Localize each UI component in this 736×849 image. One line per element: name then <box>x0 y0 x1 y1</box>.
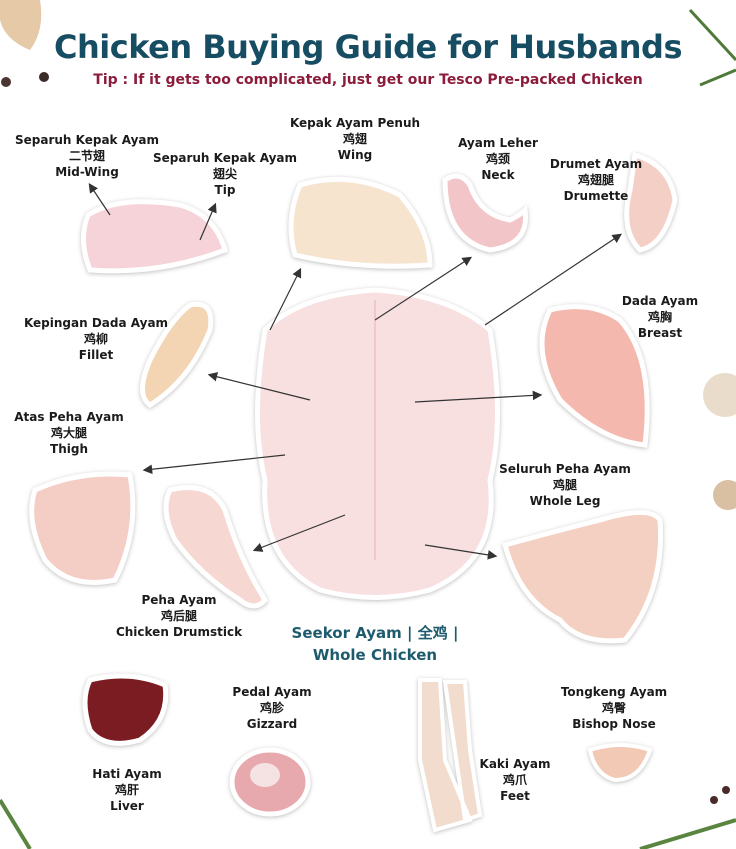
label-malay: Drumet Ayam <box>549 157 643 171</box>
label-gizzard: Pedal Ayam 鸡胗 Gizzard <box>232 684 311 732</box>
label-fillet: Kepingan Dada Ayam 鸡柳 Fillet <box>24 315 168 363</box>
arrow-midwing <box>88 183 111 216</box>
arrow-thigh <box>142 454 286 475</box>
label-english: Gizzard <box>246 717 298 731</box>
drumstick-image <box>163 485 269 609</box>
label-midwing: Separuh Kepak Ayam 二节翅 Mid-Wing <box>15 132 159 180</box>
feet-image <box>418 678 483 833</box>
label-chinese: 鸡肝 <box>114 783 140 797</box>
label-english: Chicken Drumstick <box>115 625 243 639</box>
bishopnose-image <box>587 743 653 783</box>
whole-chicken-line2: Whole Chicken <box>312 646 438 664</box>
label-drumstick: Peha Ayam 鸡后腿 Chicken Drumstick <box>116 592 242 640</box>
arrow-fillet <box>207 372 311 401</box>
arrow-neck <box>374 256 473 321</box>
label-malay: Separuh Kepak Ayam <box>152 151 298 165</box>
label-chinese: 鸡后腿 <box>160 609 198 623</box>
arrow-breast <box>414 390 543 403</box>
midwing-image <box>81 199 229 274</box>
label-chinese: 鸡腿 <box>552 478 577 492</box>
wing-image <box>288 176 433 269</box>
arrow-drumette <box>484 233 622 326</box>
label-english: Feet <box>500 789 530 803</box>
label-malay: Hati Ayam <box>92 767 162 781</box>
whole-chicken-line1: Seekor Ayam | 全鸡 | <box>291 624 459 642</box>
label-malay: Peha Ayam <box>141 593 217 607</box>
breast-image <box>539 304 650 448</box>
label-chinese: 鸡胗 <box>259 701 285 715</box>
label-chinese: 鸡颈 <box>485 152 511 166</box>
arrow-wing <box>269 267 302 331</box>
wholeleg-image <box>501 510 664 644</box>
peppercorn-decoration <box>710 796 718 804</box>
label-neck: Ayam Leher 鸡颈 Neck <box>458 135 538 183</box>
label-liver: Hati Ayam 鸡肝 Liver <box>92 766 161 814</box>
whole-chicken-image <box>255 287 500 600</box>
label-malay: Kepak Ayam Penuh <box>289 116 421 130</box>
label-drumette: Drumet Ayam 鸡翅腿 Drumette <box>550 156 642 204</box>
label-breast: Dada Ayam 鸡胸 Breast <box>622 293 698 341</box>
label-english: Tip <box>214 183 236 197</box>
label-malay: Kepingan Dada Ayam <box>23 316 169 330</box>
label-chinese: 鸡臀 <box>601 701 627 715</box>
gizzard-image <box>229 747 311 817</box>
label-english: Liver <box>110 799 144 813</box>
label-chinese: 鸡柳 <box>83 332 108 346</box>
label-whole-chicken: Seekor Ayam | 全鸡 | Whole Chicken <box>292 622 459 666</box>
arrow-drumstick <box>252 514 346 552</box>
tip-subtitle: Tip : If it gets too complicated, just g… <box>93 72 643 88</box>
herb-decoration <box>0 798 736 849</box>
label-english: Fillet <box>78 348 114 362</box>
label-malay: Separuh Kepak Ayam <box>14 133 160 147</box>
liver-image <box>82 673 169 746</box>
drumette-image <box>624 151 678 253</box>
label-chinese: 鸡翅腿 <box>577 173 615 187</box>
label-wing: Kepak Ayam Penuh 鸡翅 Wing <box>290 115 420 163</box>
peppercorn-decoration <box>1 77 11 87</box>
label-english: Mid-Wing <box>55 165 119 179</box>
label-english: Whole Leg <box>529 494 601 508</box>
label-english: Wing <box>337 148 373 162</box>
label-malay: Atas Peha Ayam <box>14 410 124 424</box>
label-english: Thigh <box>50 442 88 456</box>
rosemary-decoration <box>688 8 736 87</box>
fillet-image <box>140 301 214 408</box>
label-chinese: 鸡爪 <box>502 773 528 787</box>
peppercorn-decoration <box>722 786 730 794</box>
label-english: Neck <box>481 168 515 182</box>
label-english: Drumette <box>563 189 629 203</box>
label-english: Bishop Nose <box>572 717 656 731</box>
neck-image <box>442 173 529 253</box>
label-tip: Separuh Kepak Ayam 翅尖 Tip <box>153 150 297 198</box>
arrow-wholeleg <box>424 544 498 560</box>
pointer-arrows <box>88 183 622 560</box>
label-malay: Kaki Ayam <box>479 757 551 771</box>
label-chinese: 鸡胸 <box>647 310 672 324</box>
page-title: Chicken Buying Guide for Husbands <box>53 28 683 66</box>
label-english: Breast <box>637 326 683 340</box>
label-malay: Tongkeng Ayam <box>560 685 668 699</box>
garlic-clove-decoration <box>713 480 736 510</box>
bay-leaf-decoration <box>0 0 42 50</box>
label-malay: Seluruh Peha Ayam <box>499 462 631 476</box>
label-thigh: Atas Peha Ayam 鸡大腿 Thigh <box>14 409 123 457</box>
label-wholeleg: Seluruh Peha Ayam 鸡腿 Whole Leg <box>499 461 631 509</box>
label-bishopnose: Tongkeng Ayam 鸡臀 Bishop Nose <box>561 684 667 732</box>
thigh-image <box>29 471 136 585</box>
label-malay: Dada Ayam <box>621 294 699 308</box>
peppercorn-decoration <box>39 72 49 82</box>
label-malay: Pedal Ayam <box>232 685 312 699</box>
label-feet: Kaki Ayam 鸡爪 Feet <box>480 756 551 804</box>
label-chinese: 翅尖 <box>212 167 238 181</box>
label-chinese: 二节翅 <box>68 149 106 163</box>
label-chinese: 鸡翅 <box>342 132 368 146</box>
arrow-tip <box>199 202 217 241</box>
label-chinese: 鸡大腿 <box>50 426 88 440</box>
label-malay: Ayam Leher <box>458 136 538 150</box>
garlic-decoration <box>703 373 736 417</box>
